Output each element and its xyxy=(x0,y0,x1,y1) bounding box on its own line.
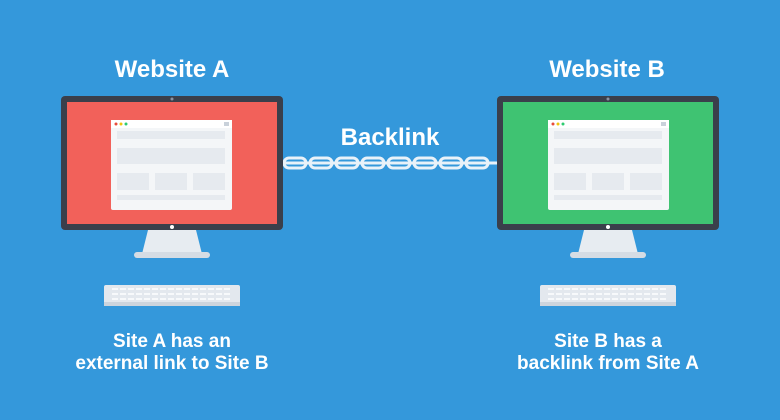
keyboard-a xyxy=(104,285,240,306)
monitor-a xyxy=(61,96,283,306)
chain-icon xyxy=(282,156,498,170)
backlink-label: Backlink xyxy=(340,124,440,151)
site-a-caption-line1: Site A has an xyxy=(113,331,231,352)
site-a-caption-line2: external link to Site B xyxy=(75,353,269,374)
keyboard-b xyxy=(540,285,676,306)
monitor-b xyxy=(497,96,719,306)
website-a-title: Website A xyxy=(114,56,230,83)
browser-window-b xyxy=(548,120,669,210)
site-b-caption-line1: Site B has a xyxy=(554,331,662,352)
site-b-caption-line2: backlink from Site A xyxy=(517,353,699,374)
website-b-title: Website B xyxy=(549,56,665,83)
site-b-caption: Site B has a backlink from Site A xyxy=(458,331,758,375)
browser-window-a xyxy=(111,120,232,210)
site-a-caption: Site A has an external link to Site B xyxy=(22,331,322,375)
